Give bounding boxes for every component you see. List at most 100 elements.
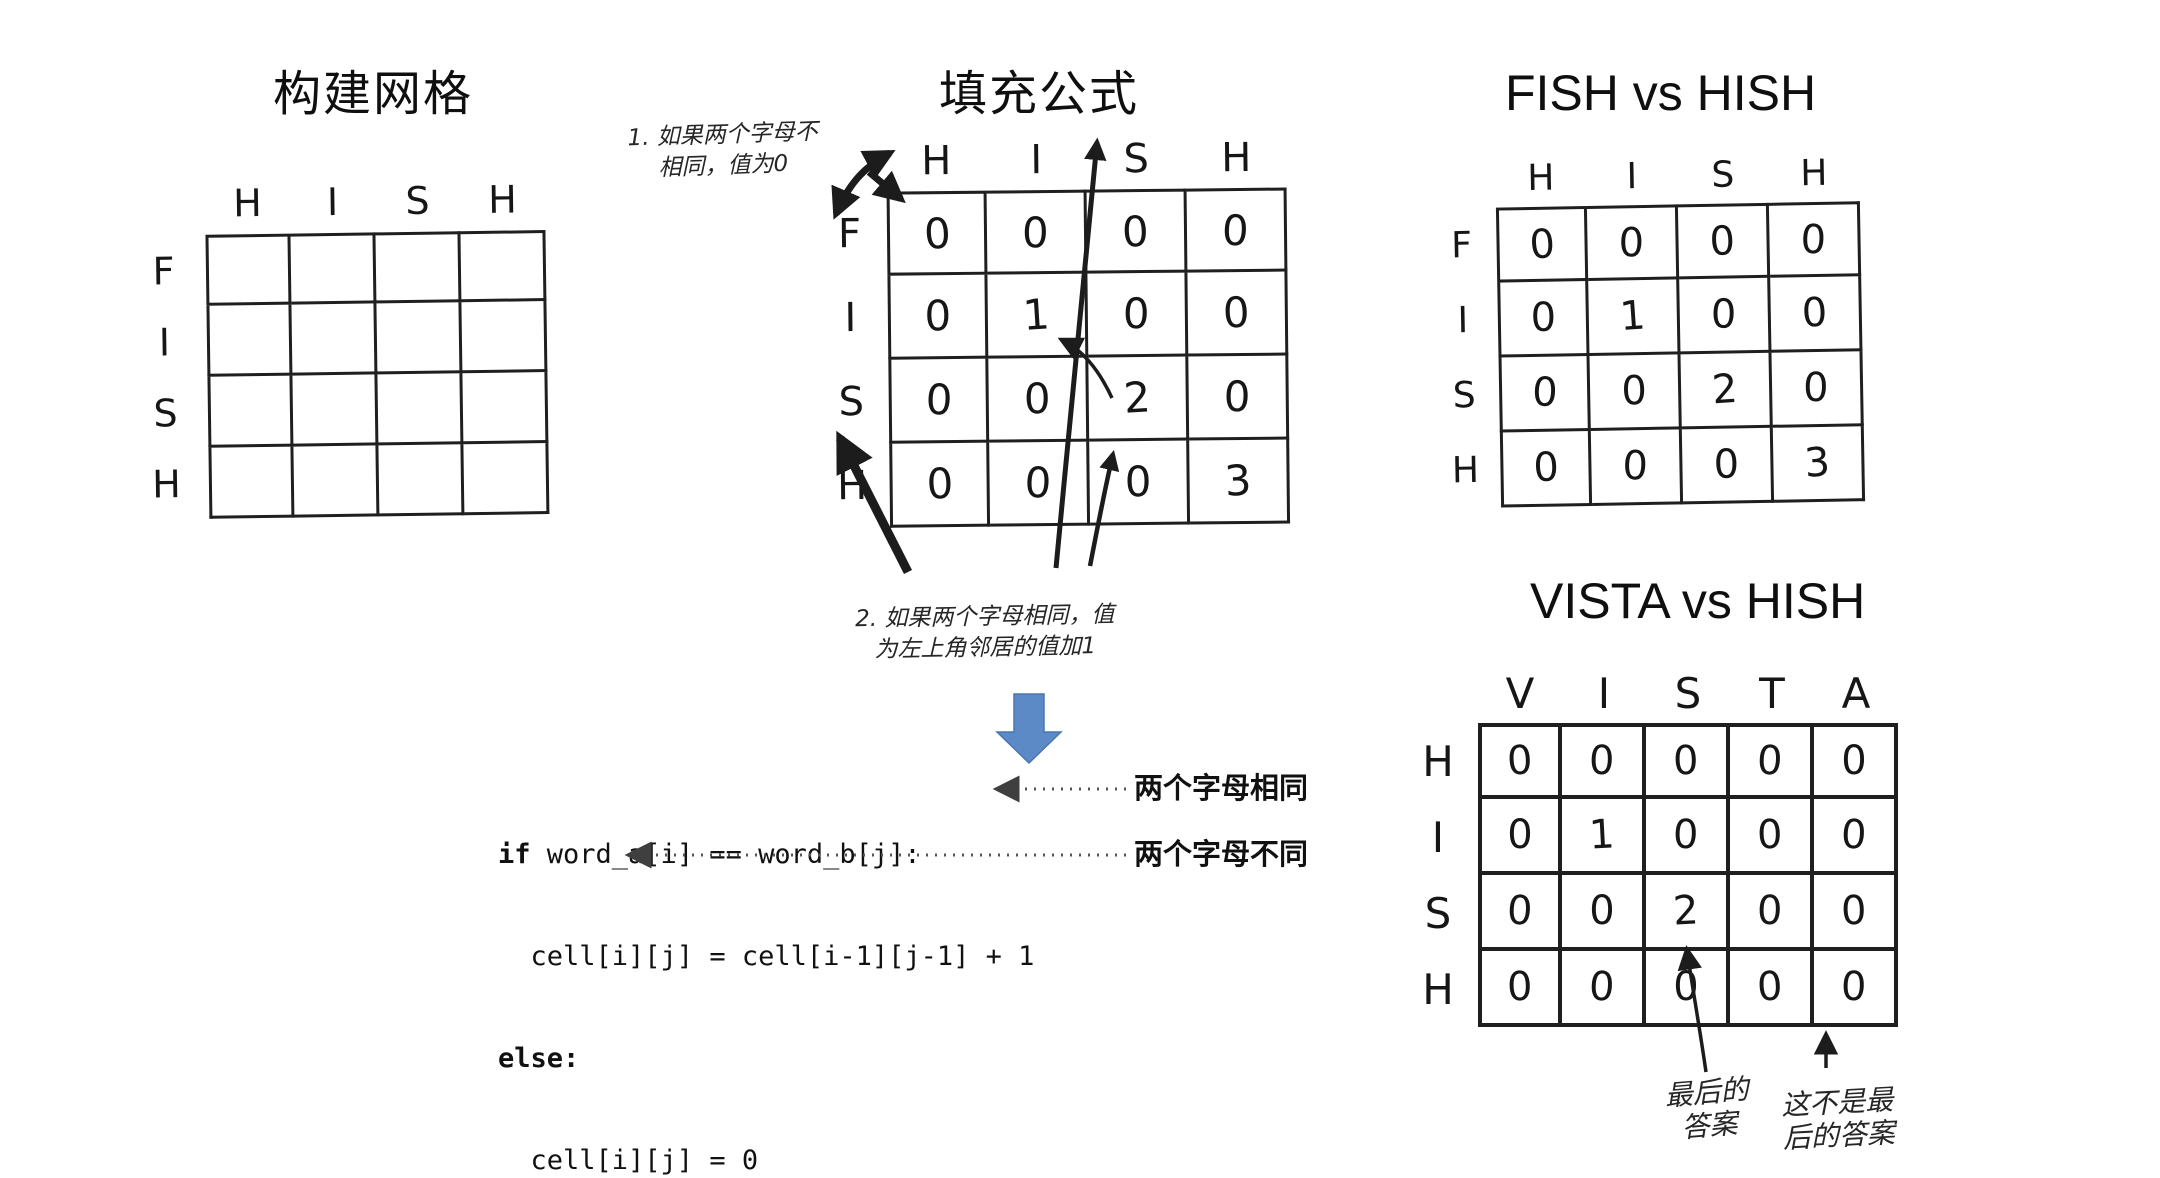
grid-cell: 0 [1814, 723, 1898, 799]
col-header-letter: H [920, 138, 952, 185]
code-text: word_a[i] == word_b[j]: [530, 839, 921, 870]
grid-cell: 1 [1562, 799, 1646, 875]
grid-cell: 0 [1089, 440, 1191, 526]
row-header-letter: F [837, 210, 862, 258]
grid-cell [378, 444, 465, 517]
grid-cell: 0 [1770, 276, 1863, 353]
grid-cell: 0 [1499, 430, 1593, 508]
note-different-letters: 1. 如果两个字母不 相同，值为0 [627, 117, 819, 186]
col-header-letter: H [1220, 134, 1252, 182]
grid-cell: 0 [1562, 875, 1646, 951]
grid-cell: 0 [889, 442, 991, 528]
row-header-letter: H [1422, 964, 1454, 1014]
grid-cell [208, 446, 295, 519]
grid-cell [291, 303, 378, 376]
grid-cell-value: 0 [1840, 811, 1868, 859]
grid-cell-value: 0 [1223, 371, 1251, 422]
grid-cell: 0 [1646, 723, 1730, 799]
grid-cell-value: 0 [1840, 963, 1868, 1011]
grid-cell: 0 [887, 274, 989, 360]
code-block: if word_a[i] == word_b[j]: cell[i][j] = … [498, 770, 1034, 1178]
col-header-letter: I [1597, 668, 1611, 718]
grid-cell: 0 [1814, 951, 1898, 1027]
col-header-letter: H [232, 181, 263, 226]
grid-cell-value: 1 [1588, 811, 1616, 859]
grid-cell: 3 [1189, 439, 1291, 525]
code-line: cell[i][j] = cell[i-1][j-1] + 1 [498, 940, 1035, 974]
grid-cell-value: 0 [1713, 441, 1740, 488]
grid-cell: 0 [1646, 799, 1730, 875]
row-header-letter: S [838, 378, 865, 426]
grid-cell: 2 [1646, 875, 1730, 951]
grid-cell-value: 0 [1122, 288, 1151, 339]
grid-cell: 0 [1562, 951, 1646, 1027]
note-line-1: 2. 如果两个字母相同，值 [854, 601, 1115, 633]
grid-cell [461, 301, 548, 374]
grid-cell-value: 0 [925, 458, 954, 509]
col-header-letter: S [1123, 135, 1150, 183]
row-header-letter: H [151, 461, 182, 507]
grid-cell [376, 302, 463, 375]
grid-cell: 0 [1730, 875, 1814, 951]
grid-cell [462, 372, 549, 445]
code-text: cell[i][j] = cell[i-1][j-1] + 1 [498, 941, 1035, 972]
grid-cell-value: 3 [1803, 439, 1832, 487]
row-header-letter: S [1452, 374, 1476, 417]
grid-cell-value: 0 [1618, 219, 1645, 266]
row-header-letter: H [836, 462, 868, 510]
grid-cell-value: 0 [1672, 737, 1700, 785]
code-keyword: else: [498, 1043, 580, 1074]
grid-cell: 0 [1186, 187, 1288, 273]
grid-cell: 0 [988, 357, 1090, 443]
row-header-letter: S [1424, 888, 1452, 938]
build-section-title: 构建网格 [273, 66, 474, 122]
grid-cell-value: 1 [1618, 292, 1648, 341]
grid-cell: 0 [1730, 799, 1814, 875]
grid-cell: 0 [986, 189, 1088, 275]
row-header-letter: H [1451, 449, 1480, 492]
col-header-letter: A [1841, 668, 1871, 718]
grid-cell: 0 [1188, 355, 1290, 441]
grid-cell: 0 [888, 358, 990, 444]
grid-cell: 0 [1087, 272, 1189, 358]
grid-cell-value: 0 [1221, 205, 1250, 256]
grid-cell-value: 0 [924, 291, 952, 341]
col-header-letter: I [1030, 137, 1043, 184]
grid-cell: 2 [1680, 352, 1773, 430]
grid-cell [292, 374, 379, 447]
grid-cell [205, 233, 292, 306]
row-header-letter: F [1450, 225, 1473, 267]
col-header-letter: H [487, 177, 518, 222]
grid-cell-value: 0 [922, 207, 952, 259]
grid-cell: 0 [1677, 202, 1771, 280]
grid-cell-value: 0 [1507, 812, 1533, 858]
col-header-letter: H [1526, 157, 1555, 199]
grid-cell-value: 0 [1506, 737, 1534, 785]
label-letters-same: 两个字母相同 [1134, 773, 1309, 805]
grid-cell-value: 0 [1023, 457, 1053, 508]
grid-cell [207, 375, 294, 448]
grid-cell: 0 [1187, 271, 1289, 357]
grid-cell: 0 [1679, 277, 1772, 355]
code-line: if word_a[i] == word_b[j]: [498, 838, 1034, 872]
grid-cell-value: 2 [1122, 372, 1153, 423]
grid-corner-spacer [1398, 663, 1478, 723]
blue-down-arrow [995, 693, 1063, 765]
grid-cell: 0 [1586, 204, 1680, 281]
grid-cell: 1 [987, 273, 1089, 359]
col-header-letter: H [1799, 152, 1828, 194]
grid-cell-value: 0 [1840, 887, 1868, 935]
grid-cell: 0 [1497, 280, 1590, 358]
grid-corner-spacer [811, 132, 887, 193]
grid-cell-value: 0 [1801, 289, 1829, 337]
grid-cell: 3 [1772, 426, 1866, 503]
grid-cell-value: 0 [1710, 291, 1737, 338]
grid-cell [377, 373, 464, 446]
grid-cell: 0 [989, 441, 1091, 527]
col-header-letter: S [1711, 153, 1735, 196]
grid-cell: 0 [886, 190, 988, 276]
grid-cell-value: 0 [1124, 456, 1152, 507]
row-header-letter: I [1457, 300, 1469, 342]
grid-cell-value: 0 [1841, 738, 1867, 784]
